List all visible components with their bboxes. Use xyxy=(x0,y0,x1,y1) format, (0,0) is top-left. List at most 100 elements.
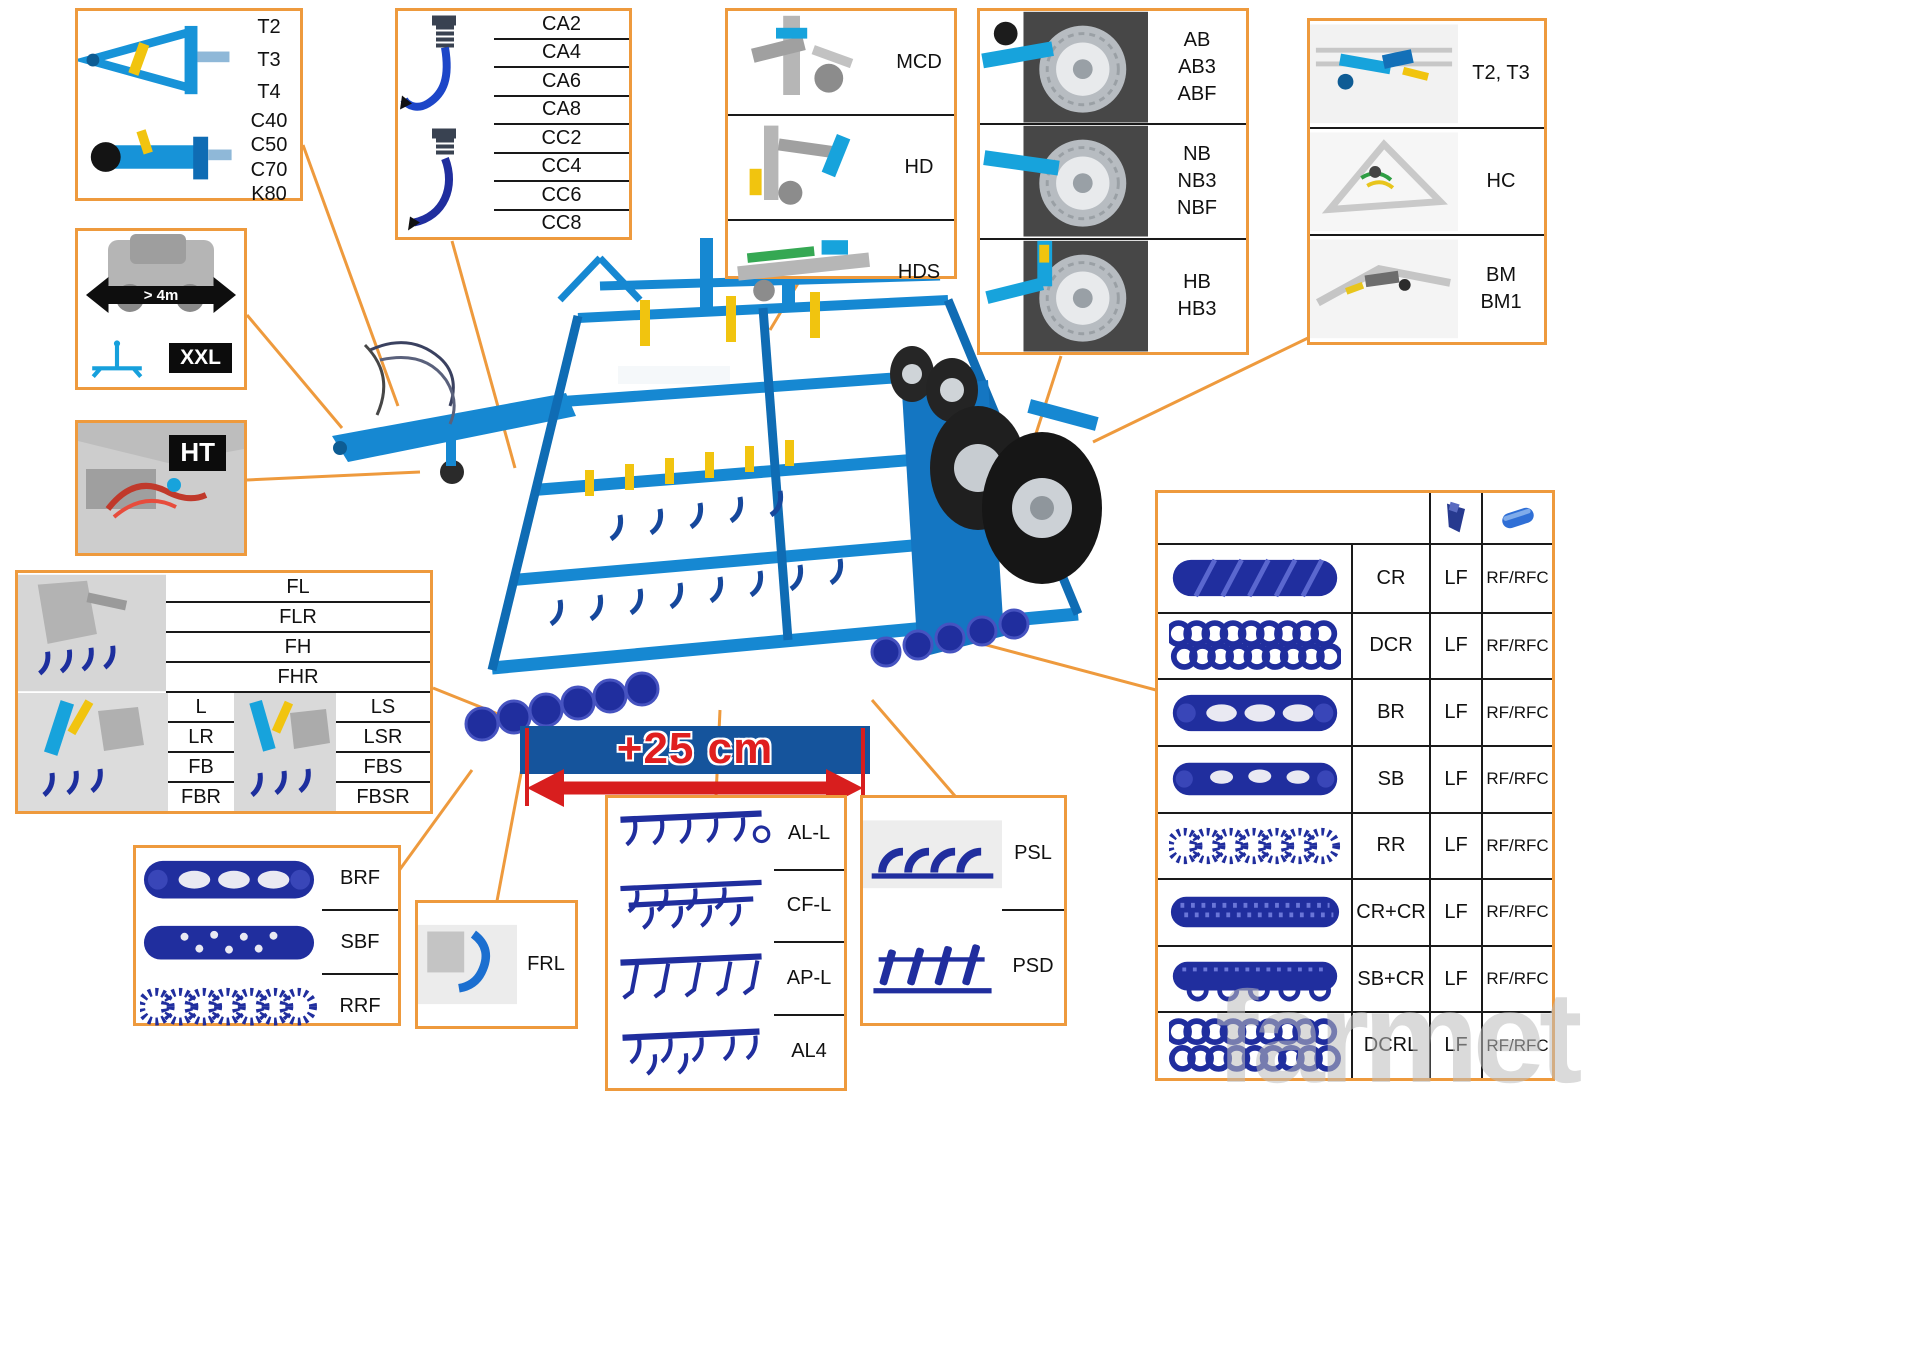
hitch-option-label: T2 xyxy=(257,15,281,38)
bm-image xyxy=(1310,236,1458,342)
wheel-options-box: AB AB3 ABF NB NB3 NBF HB HB3 xyxy=(977,8,1249,355)
tine-options-box: CA2 CA4 CA6 CA8 CC2 CC4 CC6 CC8 xyxy=(395,8,632,240)
rear-roller-table: CR LF RF/RFC DCR LF RF/RFC BR LF RF/RFC … xyxy=(1155,490,1555,1081)
roller-name: DCR xyxy=(1351,611,1429,679)
roller-rf-cell: RF/RFC xyxy=(1481,878,1552,945)
brf-roller-image xyxy=(136,848,322,911)
roller-lf-cell: LF xyxy=(1429,811,1481,879)
br-roller-image xyxy=(1158,678,1351,745)
dcr-roller-image xyxy=(1158,611,1351,679)
tine-option-label: CC8 xyxy=(541,212,582,235)
roller-lf-cell: LF xyxy=(1429,944,1481,1012)
leveler-option-label: L xyxy=(168,693,234,723)
hitch-option-label: T4 xyxy=(257,81,281,104)
front-roller-label: RRF xyxy=(339,994,381,1017)
tine-option-label: CA4 xyxy=(494,40,629,68)
sb-roller-image xyxy=(1158,744,1351,812)
depth-option-label: HD xyxy=(904,156,934,179)
psl-image xyxy=(863,798,1002,911)
roller-table-header-spacer xyxy=(1158,493,1429,545)
roller-name: SB+CR xyxy=(1351,944,1429,1012)
front-roller-options-box: BRF SBF RRF xyxy=(133,845,401,1026)
wheel-option-label: HB3 xyxy=(1177,297,1217,320)
roller-rf-cell: RF/RFC xyxy=(1481,611,1552,679)
leveler-option-label: LR xyxy=(168,723,234,753)
ps-option-label: PSD xyxy=(1012,955,1054,978)
wheel-option-label: HB xyxy=(1183,270,1211,293)
cr-cr-roller-image xyxy=(1158,878,1351,945)
leveler-option-label: LS xyxy=(336,693,430,723)
roller-name: SB xyxy=(1351,744,1429,812)
leveler-options-box: FL FLR FH FHR L LR FB FBR LS LSR FBS FBS… xyxy=(15,570,433,814)
hb-wheel-image xyxy=(980,240,1148,352)
depth-option-label: HDS xyxy=(897,261,941,284)
leveler-option-label: FHR xyxy=(166,663,430,693)
leveler-blade-header-icon xyxy=(1429,493,1481,545)
roller-rf-cell: RF/RFC xyxy=(1481,944,1552,1012)
hitch-option-label: T3 xyxy=(257,48,281,71)
hitch-options-box: T2 T3 T4 C40 C50 C70 K80 xyxy=(75,8,303,205)
ab-wheel-image xyxy=(980,11,1148,123)
working-width-banner: +25 cm xyxy=(520,724,870,774)
hitch-option-label: C50 xyxy=(250,134,288,157)
mcd-image xyxy=(728,11,884,114)
hitch-option-label: C70 xyxy=(250,158,288,181)
roller-rf-cell: RF/RFC xyxy=(1481,545,1552,612)
roller-lf-cell: LF xyxy=(1429,545,1481,612)
roller-rf-cell: RF/RFC xyxy=(1481,811,1552,879)
machine-silhouette-icon xyxy=(91,340,143,378)
psd-image xyxy=(863,911,1002,1024)
t-drawbar-image xyxy=(78,11,238,109)
rear-attachment-label: BM1 xyxy=(1480,291,1522,314)
rear-attachment-label: HC xyxy=(1486,170,1516,192)
leveler-l-image xyxy=(18,693,168,811)
roller-lf-cell: LF xyxy=(1429,611,1481,679)
roller-lf-cell: LF xyxy=(1429,678,1481,745)
roller-rf-cell: RF/RFC xyxy=(1481,744,1552,812)
ps-options-box: PSL PSD xyxy=(860,795,1067,1026)
cr-roller-image xyxy=(1158,545,1351,612)
xxl-badge: XXL xyxy=(169,342,232,374)
section-option-label: CF-L xyxy=(774,871,844,943)
tine-option-label: CA8 xyxy=(494,97,629,125)
sbf-roller-image xyxy=(136,911,322,974)
rear-attachment-label: T2, T3 xyxy=(1472,62,1530,85)
roller-rf-cell: RF/RFC xyxy=(1481,1011,1552,1078)
ht-box: HT xyxy=(75,420,247,556)
depth-option-label: MCD xyxy=(896,51,942,74)
wheel-option-label: ABF xyxy=(1177,82,1217,105)
section-option-label: AL-L xyxy=(774,798,844,871)
section-option-label: AL4 xyxy=(791,1040,827,1063)
leveler-option-label: FH xyxy=(166,633,430,663)
section-option-label: AP-L xyxy=(774,943,844,1016)
front-roller-label: SBF xyxy=(322,911,398,975)
wheel-option-label: AB3 xyxy=(1178,55,1216,78)
leveler-option-label: LSR xyxy=(336,723,430,753)
tine-option-label: CA6 xyxy=(494,68,629,97)
roller-name: DCRL xyxy=(1351,1011,1429,1078)
rrf-roller-image xyxy=(136,975,322,1038)
roller-lf-cell: LF xyxy=(1429,1011,1481,1078)
nb-wheel-image xyxy=(980,125,1148,237)
ca-tine-image xyxy=(398,11,494,124)
hc-image xyxy=(1310,129,1458,235)
leveler-option-label: FBR xyxy=(181,785,221,808)
frl-box: FRL xyxy=(415,900,578,1029)
t2-t3-image xyxy=(1310,21,1458,127)
leveler-option-label: FLR xyxy=(166,603,430,633)
front-leveler-image xyxy=(18,573,166,693)
leveler-option-label: FBS xyxy=(336,753,430,783)
dcrl-roller-image xyxy=(1158,1011,1351,1078)
roller-name: CR+CR xyxy=(1351,878,1429,945)
wheel-option-label: NB xyxy=(1183,142,1211,165)
leveler-option-label: FB xyxy=(168,753,234,783)
hds-image xyxy=(728,221,884,324)
leveler-option-label: FL xyxy=(166,573,430,603)
al-l-image xyxy=(608,798,774,871)
ht-badge: HT xyxy=(169,435,226,471)
roller-name: CR xyxy=(1351,545,1429,612)
al4-image xyxy=(608,1016,774,1089)
leveler-ls-image xyxy=(234,693,336,811)
tine-option-label: CC4 xyxy=(494,154,629,182)
wheel-option-label: NBF xyxy=(1177,196,1217,219)
